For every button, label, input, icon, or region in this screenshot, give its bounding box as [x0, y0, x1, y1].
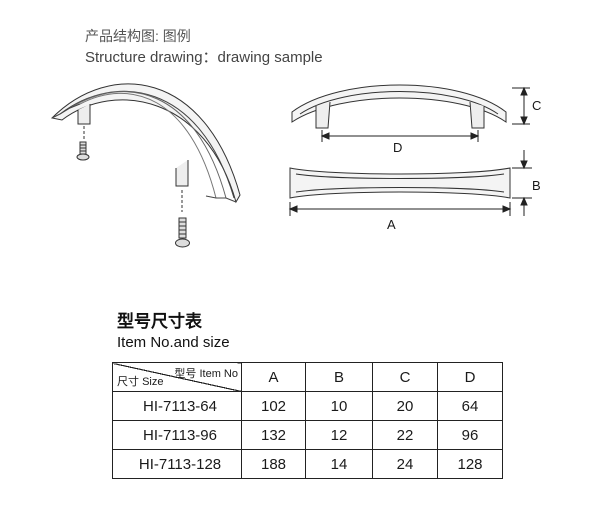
- corner-item-no-en: Item No: [199, 368, 238, 380]
- value-b-cell: 14: [305, 449, 373, 479]
- dimension-d: [320, 130, 480, 142]
- value-a-cell: 132: [241, 420, 306, 450]
- label-d: D: [393, 140, 402, 155]
- corner-size-en: Size: [142, 376, 164, 388]
- table-corner-cell: 型号 Item No 尺寸 Size: [112, 362, 242, 392]
- dimension-a: [288, 202, 512, 216]
- value-a-cell: 188: [241, 449, 306, 479]
- value-b-cell: 12: [305, 420, 373, 450]
- drawing-title-cn: 产品结构图: 图例: [85, 28, 191, 44]
- handle-perspective-view: [50, 83, 241, 212]
- column-header-a: A: [241, 362, 306, 392]
- value-a-cell: 102: [241, 391, 306, 421]
- label-a: A: [387, 217, 396, 232]
- label-b: B: [532, 178, 541, 193]
- item-code-cell: HI-7113-64: [112, 391, 242, 421]
- structure-drawing: C D B A: [50, 83, 541, 248]
- handle-side-view: [291, 84, 507, 129]
- value-c-cell: 24: [372, 449, 438, 479]
- handle-top-view: [289, 167, 511, 199]
- screw-top: [76, 141, 90, 161]
- column-header-c: C: [372, 362, 438, 392]
- corner-size-cn: 尺寸: [117, 376, 139, 388]
- item-code-cell: HI-7113-96: [112, 420, 242, 450]
- column-header-d: D: [437, 362, 503, 392]
- table-row: HI-7113-128 188 14 24 128: [112, 449, 503, 479]
- size-table: 型号 Item No 尺寸 Size A B C D HI-7113-64 10…: [112, 362, 503, 479]
- value-d-cell: 128: [437, 449, 503, 479]
- label-c: C: [532, 98, 541, 113]
- table-header-row: 型号 Item No 尺寸 Size A B C D: [112, 362, 503, 392]
- value-c-cell: 20: [372, 391, 438, 421]
- table-row: HI-7113-64 102 10 20 64: [112, 391, 503, 421]
- dimension-b: [512, 150, 532, 216]
- item-code-cell: HI-7113-128: [112, 449, 242, 479]
- drawing-title-en: Structure drawing：drawing sample: [85, 49, 323, 66]
- screw-bottom: [175, 217, 190, 248]
- value-b-cell: 10: [305, 391, 373, 421]
- column-header-b: B: [305, 362, 373, 392]
- table-row: HI-7113-96 132 12 22 96: [112, 420, 503, 450]
- dimension-c: [512, 86, 530, 126]
- size-table-title-cn: 型号尺寸表: [117, 312, 202, 331]
- value-d-cell: 96: [437, 420, 503, 450]
- value-d-cell: 64: [437, 391, 503, 421]
- size-table-title-en: Item No.and size: [117, 334, 230, 351]
- value-c-cell: 22: [372, 420, 438, 450]
- corner-item-no-cn: 型号: [174, 368, 197, 380]
